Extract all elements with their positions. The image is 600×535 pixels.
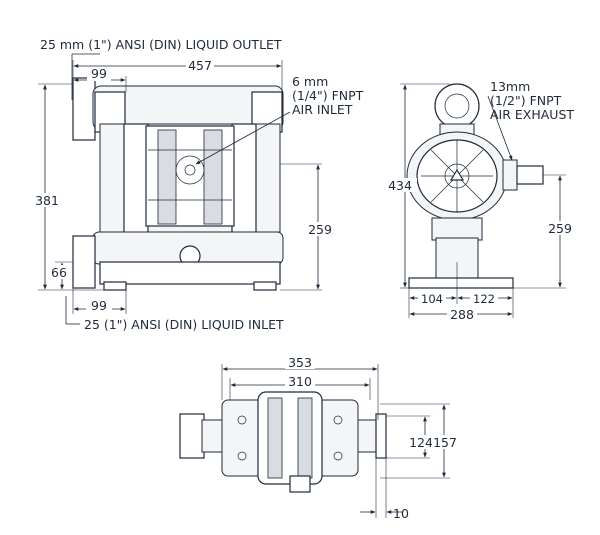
exhaust-label-1: 13mm <box>490 79 530 94</box>
inlet-label: 25 (1") ANSI (DIN) LIQUID INLET <box>84 317 284 332</box>
dim-124: 124 <box>409 435 433 450</box>
dim-288: 288 <box>450 307 474 322</box>
side-base <box>408 277 514 289</box>
dim-434: 434 <box>388 178 412 193</box>
dim-259-front: 259 <box>308 222 332 237</box>
bottom-view: 353 310 124 157 10 <box>179 355 458 521</box>
svg-text:457: 457 <box>188 58 212 73</box>
top-port <box>434 83 480 129</box>
dim-66: 66 <box>51 265 67 280</box>
air-inlet-label-1: 6 mm <box>292 74 328 89</box>
exhaust-port <box>502 159 518 191</box>
exhaust-label-2: (1/2") FNPT <box>490 93 562 108</box>
dim-99-bottom: 99 <box>91 298 107 313</box>
inlet-flange <box>72 235 96 289</box>
dim-310: 310 <box>288 374 312 389</box>
dim-99-top: 99 <box>91 66 107 81</box>
left-flange <box>179 413 205 459</box>
base-rail <box>99 261 281 285</box>
dim-157: 157 <box>433 435 457 450</box>
dim-104: 104 <box>421 292 443 306</box>
dim-122: 122 <box>473 292 495 306</box>
exhaust-label-3: AIR EXHAUST <box>490 107 574 122</box>
air-inlet-label-3: AIR INLET <box>292 102 353 117</box>
outlet-flange <box>72 77 96 141</box>
side-view: 13mm (1/2") FNPT AIR EXHAUST 434 259 104… <box>387 79 575 322</box>
dim-259-side: 259 <box>548 221 572 236</box>
dim-381: 381 <box>35 193 59 208</box>
exhaust-leader <box>487 95 513 161</box>
dim-10: 10 <box>393 506 409 521</box>
dim-353: 353 <box>288 355 312 370</box>
front-view: 25 mm (1") ANSI (DIN) LIQUID OUTLET 457 <box>33 37 364 332</box>
air-inlet-label-2: (1/4") FNPT <box>292 88 364 103</box>
outlet-label: 25 mm (1") ANSI (DIN) LIQUID OUTLET <box>40 37 282 52</box>
air-inlet-leader <box>195 111 291 165</box>
